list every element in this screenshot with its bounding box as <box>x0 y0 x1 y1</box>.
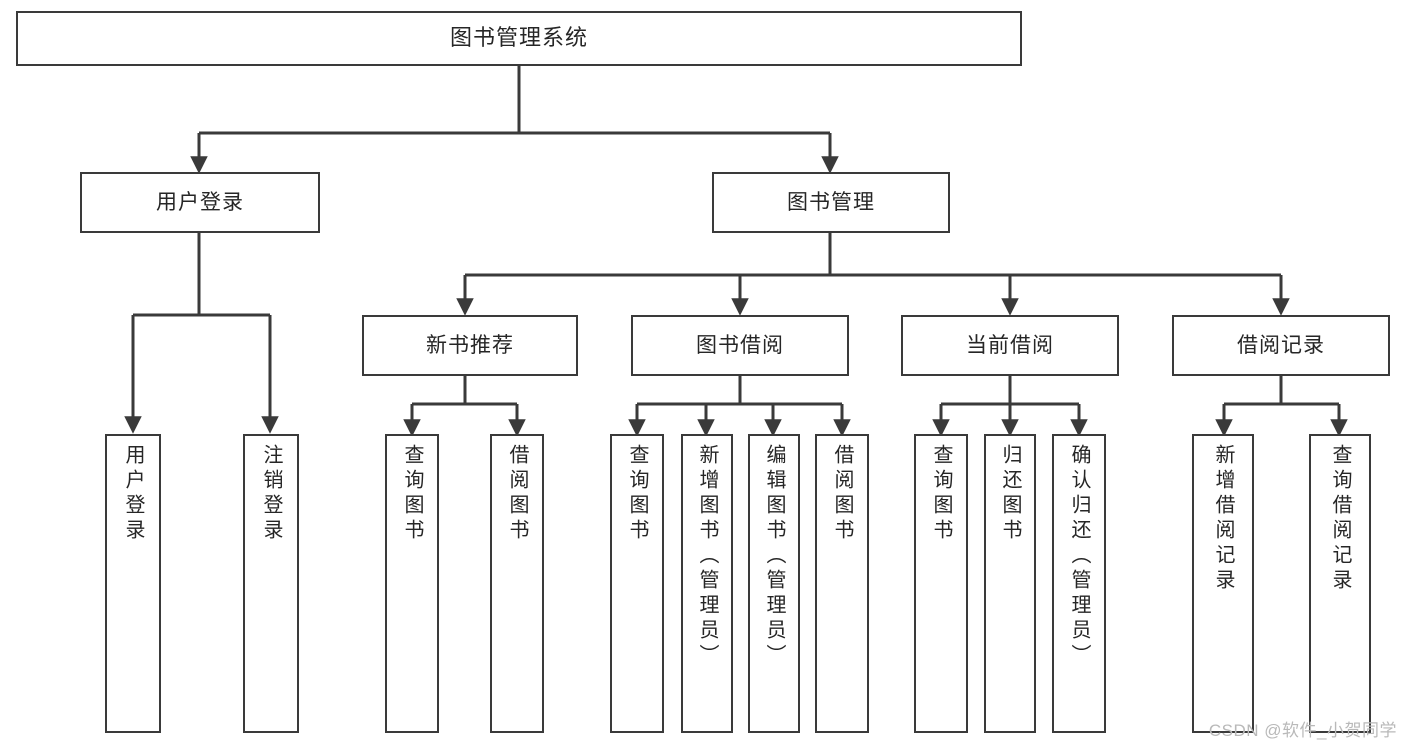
node-leaf-logout[interactable]: 注销登录 <box>243 434 299 733</box>
leaf-label: 借阅图书 <box>831 444 853 544</box>
node-leaf-borrow-book-recommend[interactable]: 借阅图书 <box>490 434 544 733</box>
leaf-label: 确认归还（管理员） <box>1068 444 1090 669</box>
node-book-management[interactable]: 图书管理 <box>712 172 950 233</box>
leaf-label: 注销登录 <box>260 444 282 544</box>
watermark-text: CSDN @软件_小贺同学 <box>1208 721 1397 740</box>
leaf-label: 新增借阅记录 <box>1212 444 1234 594</box>
node-borrow-record[interactable]: 借阅记录 <box>1172 315 1390 376</box>
node-current-borrow[interactable]: 当前借阅 <box>901 315 1119 376</box>
leaf-label: 新增图书（管理员） <box>696 444 718 669</box>
leaf-label: 查询图书 <box>401 444 423 544</box>
node-leaf-query-book-recommend[interactable]: 查询图书 <box>385 434 439 733</box>
node-book-borrow[interactable]: 图书借阅 <box>631 315 849 376</box>
leaf-label: 编辑图书（管理员） <box>763 444 785 669</box>
node-leaf-query-book-borrow[interactable]: 查询图书 <box>610 434 664 733</box>
leaf-label: 查询借阅记录 <box>1329 444 1351 594</box>
node-leaf-borrow-book[interactable]: 借阅图书 <box>815 434 869 733</box>
node-leaf-add-borrow-record[interactable]: 新增借阅记录 <box>1192 434 1254 733</box>
node-leaf-query-borrow-record[interactable]: 查询借阅记录 <box>1309 434 1371 733</box>
leaf-label: 归还图书 <box>999 444 1021 544</box>
leaf-label: 用户登录 <box>122 444 144 544</box>
node-leaf-edit-book-admin[interactable]: 编辑图书（管理员） <box>748 434 800 733</box>
leaf-label: 借阅图书 <box>506 444 528 544</box>
node-root-system[interactable]: 图书管理系统 <box>16 11 1022 66</box>
leaf-label: 查询图书 <box>626 444 648 544</box>
node-leaf-query-book-current[interactable]: 查询图书 <box>914 434 968 733</box>
node-leaf-confirm-return-admin[interactable]: 确认归还（管理员） <box>1052 434 1106 733</box>
node-leaf-return-book[interactable]: 归还图书 <box>984 434 1036 733</box>
leaf-label: 查询图书 <box>930 444 952 544</box>
node-user-login[interactable]: 用户登录 <box>80 172 320 233</box>
node-leaf-user-login[interactable]: 用户登录 <box>105 434 161 733</box>
node-leaf-add-book-admin[interactable]: 新增图书（管理员） <box>681 434 733 733</box>
node-new-book-recommend[interactable]: 新书推荐 <box>362 315 578 376</box>
